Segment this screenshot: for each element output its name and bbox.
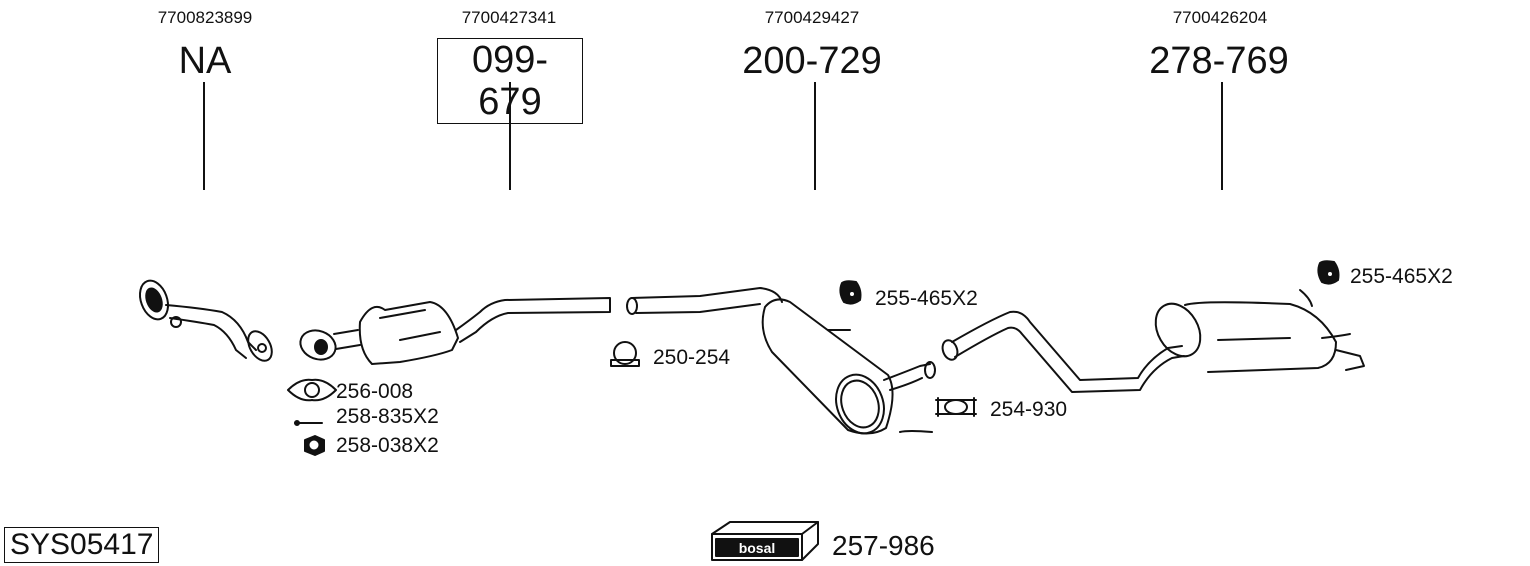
oe-number-front-pipe: 7700823899	[157, 8, 253, 27]
accessory-rubber-hanger-rear[interactable]: 255-465X2	[1350, 265, 1453, 288]
leader-line	[509, 82, 511, 190]
accessory-rubber-hanger-middle[interactable]: 255-465X2	[875, 287, 978, 310]
system-id-label: SYS05417	[4, 527, 160, 563]
oe-number-rear-silencer: 7700426204	[1172, 8, 1268, 27]
fitting-kit-label[interactable]: 257-986	[832, 530, 935, 561]
accessory-gasket[interactable]: 256-008	[336, 380, 414, 403]
bosal-logo-text: bosal	[739, 540, 776, 556]
leader-line	[814, 82, 816, 190]
hanger-drawing-1	[839, 280, 862, 305]
part-number-middle-silencer[interactable]: 200-729	[742, 40, 882, 82]
hanger-drawing-2	[1317, 260, 1340, 285]
oe-number-catalytic-converter: 7700427341	[461, 8, 557, 27]
accessory-nut[interactable]: 258-038X2	[336, 434, 439, 457]
middle-silencer-drawing	[626, 287, 936, 435]
gasket-drawing	[287, 378, 337, 402]
front-pipe-drawing	[138, 279, 273, 362]
rear-silencer-drawing	[941, 289, 1365, 393]
oe-number-middle-silencer: 7700429427	[764, 8, 860, 27]
accessory-pipe-clamp[interactable]: 254-930	[990, 398, 1068, 421]
bosal-box-drawing	[711, 521, 819, 561]
pipe-clamp-drawing	[935, 397, 977, 417]
catalytic-converter-drawing	[299, 297, 611, 365]
leader-line	[203, 82, 205, 190]
accessory-bolt[interactable]: 258-835X2	[336, 405, 439, 428]
leader-line	[1221, 82, 1223, 190]
accessory-u-clamp[interactable]: 250-254	[653, 346, 731, 369]
u-clamp-drawing	[610, 341, 640, 367]
part-number-rear-silencer[interactable]: 278-769	[1149, 40, 1289, 82]
part-number-front-pipe[interactable]: NA	[178, 40, 232, 82]
